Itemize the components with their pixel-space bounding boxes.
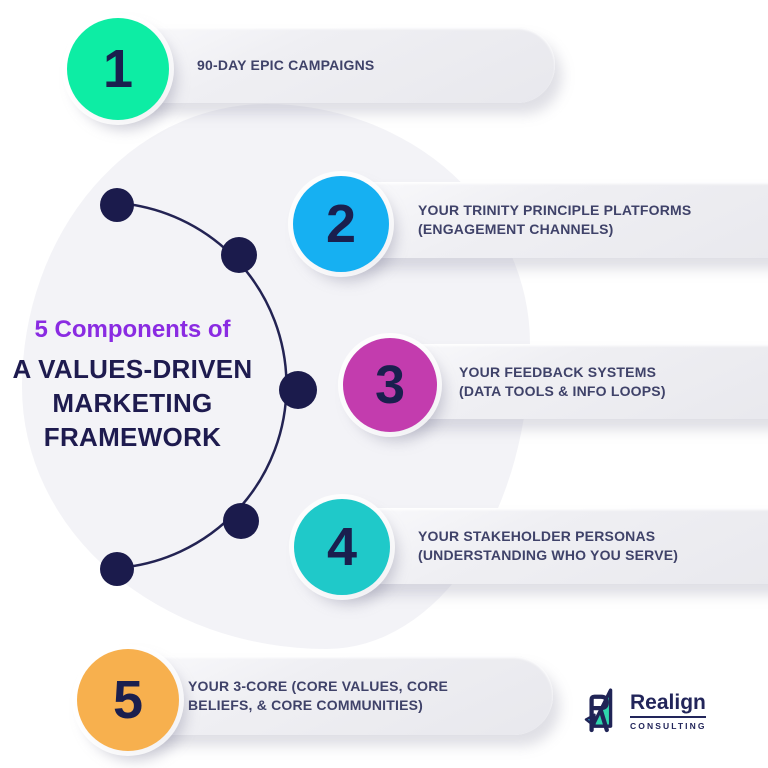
title-eyebrow: 5 Components of (34, 316, 231, 343)
page-title: A VALUES-DRIVEN MARKETING FRAMEWORK (5, 352, 260, 454)
component-number-1: 1 (102, 39, 134, 99)
arc-dot (223, 503, 259, 539)
component-label-line2: BELIEFS, & CORE COMMUNITIES) (188, 696, 424, 713)
component-circle-1: 1 (67, 18, 169, 120)
component-number-2: 2 (325, 194, 357, 254)
component-number-4: 4 (326, 517, 358, 577)
arc-dot (221, 237, 257, 273)
logo-text: Realign CONSULTING (630, 692, 707, 731)
component-label-line1: 90-DAY EPIC CAMPAIGNS (197, 56, 375, 73)
logo-subtitle: CONSULTING (630, 721, 707, 731)
realign-logo: Realign CONSULTING (584, 687, 707, 733)
title-block: 5 Components of A VALUES-DRIVEN MARKETIN… (5, 316, 260, 454)
component-pill-5: YOUR 3-CORE (CORE VALUES, CORE BELIEFS, … (105, 656, 553, 735)
title-line-3: FRAMEWORK (43, 422, 222, 452)
component-label-line1: YOUR 3-CORE (CORE VALUES, CORE (188, 677, 449, 694)
component-pill-4: YOUR STAKEHOLDER PERSONAS (UNDERSTANDING… (320, 508, 768, 584)
arc-dot (279, 371, 317, 409)
component-label-line1: YOUR TRINITY PRINCIPLE PLATFORMS (418, 202, 692, 218)
realign-logo-mark-icon (584, 688, 613, 733)
component-pill-1: 90-DAY EPIC CAMPAIGNS (95, 27, 555, 103)
component-circle-3: 3 (343, 338, 437, 432)
arc-dot (100, 552, 134, 586)
component-label-line1: YOUR FEEDBACK SYSTEMS (459, 363, 657, 380)
title-line-2: MARKETING (52, 388, 213, 418)
component-label-line2: (UNDERSTANDING WHO YOU SERVE) (418, 547, 679, 563)
component-circle-4: 4 (294, 499, 390, 595)
arc-dot (100, 188, 134, 222)
component-number-5: 5 (112, 670, 144, 730)
title-line-1: A VALUES-DRIVEN (12, 354, 253, 384)
component-number-3: 3 (374, 355, 406, 415)
logo-name: Realign (630, 692, 706, 718)
component-pill-2: YOUR TRINITY PRINCIPLE PLATFORMS (ENGAGE… (320, 182, 768, 258)
component-label-line1: YOUR STAKEHOLDER PERSONAS (418, 528, 656, 544)
component-circle-2: 2 (293, 176, 389, 272)
component-label-line2: (DATA TOOLS & INFO LOOPS) (459, 382, 666, 399)
component-circle-5: 5 (77, 649, 179, 751)
component-label-line2: (ENGAGEMENT CHANNELS) (418, 221, 614, 237)
